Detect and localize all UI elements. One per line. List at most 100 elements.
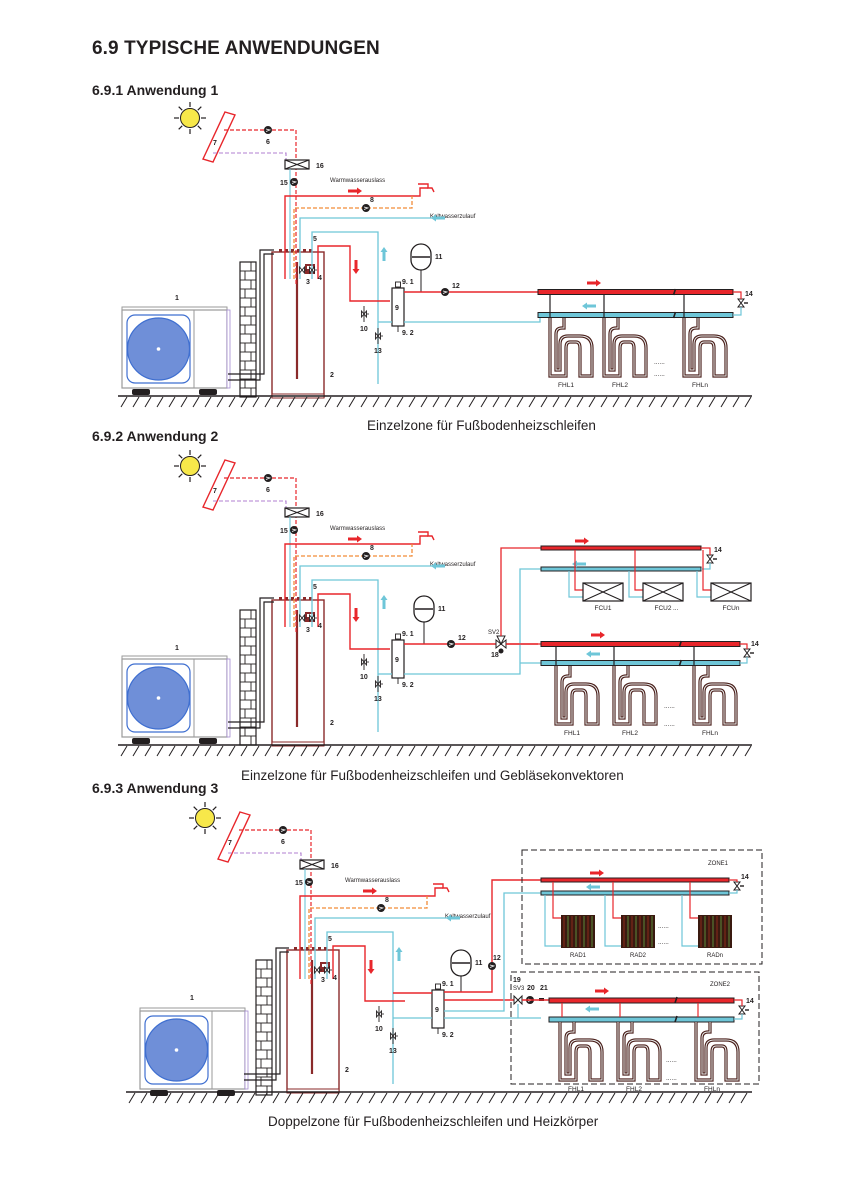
zone1-supply-manifold [540,877,730,883]
flow-arrow-icon [367,960,375,974]
drain-valve-icon [375,679,381,689]
fcu-supply-branch [702,550,711,591]
ground-hatch [132,396,140,408]
component-label: 10 [375,1026,383,1033]
fan-hub [156,347,161,351]
ground-hatch [324,396,332,408]
fan-hub [174,1048,179,1052]
ground-hatch [608,1092,616,1104]
pump-glyph [448,642,455,646]
component-label: 14 [746,998,754,1005]
tank-fitting [297,597,300,600]
bypass-pipe [733,291,742,299]
component-label: 2 [345,1067,349,1074]
ground-hatch [332,1092,340,1104]
drain-valve-icon [375,331,381,341]
component-label: 12 [493,955,501,962]
ground-hatch [408,745,416,757]
ground-hatch [444,745,452,757]
ground-hatch [128,1092,136,1104]
component-label: 3 [306,627,310,634]
zone1-return-manifold [540,890,730,896]
ground-hatch [404,1092,412,1104]
ground-hatch [312,396,320,408]
pump-icon [441,288,449,296]
ground-hatch [524,1092,532,1104]
component-label: 9. 1 [442,981,454,988]
ground-hatch [480,745,488,757]
cold-water-inlet-label: Kaltwasserzulauf [445,914,491,920]
ground-hatch [164,1092,172,1104]
component-label: 9 [395,305,399,312]
drain-valve-icon [376,1009,382,1019]
ground-hatch [272,1092,280,1104]
bypass-pipe [729,890,738,894]
caption-anwendung-1: Einzelzone für Fußbodenheizschleifen [367,418,596,433]
tank-base [286,1088,340,1094]
pump-glyph [280,828,287,832]
sun-ray [178,473,183,478]
ground-hatch [504,745,512,757]
hot-water-outlet-label: Warmwasserauslass [330,526,385,532]
radiator-supply-branch [552,882,561,919]
pump-glyph [378,906,385,910]
sun-ray [197,454,202,459]
drain-valve-icon [361,309,367,319]
flow-pipe [317,593,390,650]
ground-hatch [204,745,212,757]
sun-disc [180,456,200,476]
recirculation-pipe [293,196,413,279]
ground-hatch [648,745,656,757]
sun-disc [195,808,215,828]
ground-hatch [288,396,296,408]
flow-arrow-icon [586,650,600,658]
ground-hatch [720,396,728,408]
ground-hatch [584,1092,592,1104]
ground-hatch [432,396,440,408]
ground-hatch [692,1092,700,1104]
ground-hatch [144,396,152,408]
component-label: 7 [213,488,217,495]
heat-pump-foot [132,389,150,395]
pump-icon [377,904,385,912]
ground-hatch [360,745,368,757]
ground-hatch [636,745,644,757]
component-label: 3 [321,977,325,984]
component-label: 9 [435,1007,439,1014]
zone1-return-pipe [444,892,541,1012]
heat-pump-foot [132,738,150,744]
ground-hatch [168,396,176,408]
ellipsis: ...... [664,721,675,728]
ground-hatch [248,1092,256,1104]
ground-hatch [188,1092,196,1104]
sun-ray [197,473,202,478]
pump-icon [290,526,298,534]
component-label: 13 [374,348,382,355]
recirculation-pipe [293,544,413,627]
flow-arrow-icon [586,883,600,891]
tank-fitting [303,597,306,600]
air-vent-icon [435,983,441,990]
tank-fitting [300,947,303,950]
valve-icon [299,265,305,275]
x-line [284,159,310,170]
cold-water-inlet-label: Kaltwasserzulauf [430,214,476,220]
ground-hatch [264,396,272,408]
pump-glyph [363,554,370,558]
pump-icon [362,204,370,212]
ground-hatch [200,1092,208,1104]
ellipsis: ...... [666,1075,677,1082]
cold-water-pipe [299,565,432,627]
refrigerant-line [228,249,274,381]
component-label: 6 [281,839,285,846]
x-line [284,507,310,518]
loop-label: FHL1 [564,730,580,737]
ground-hatch [624,745,632,757]
component-label: 8 [370,197,374,204]
fcu-label: FCU2 [655,605,672,612]
bypass-pipe [734,1014,743,1020]
tank-fitting [309,597,312,600]
fan-hub [156,696,161,700]
component-label: 10 [360,674,368,681]
